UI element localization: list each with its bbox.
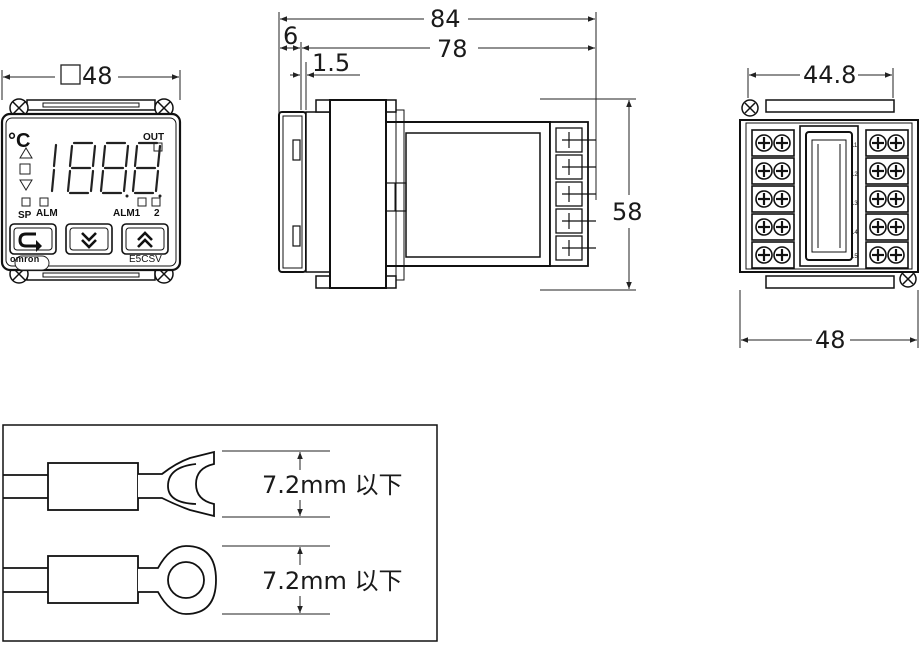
terminal-number: 15 (851, 254, 858, 260)
total-depth-value: 84 (430, 5, 461, 33)
terminal-screw-icon (865, 129, 909, 157)
terminal-screw-icon (865, 213, 909, 241)
fork-terminal (3, 450, 215, 518)
rear-terminal-block (751, 129, 909, 269)
crimp-terminal-box: 7.2mm 以下 7.2mm 以下 (2, 424, 438, 642)
terminal-screw-icon (865, 185, 909, 213)
side-view: 84 6 78 1.5 58 (278, 5, 643, 291)
square-dimension-icon (60, 64, 81, 85)
panel-offset-value: 6 (283, 22, 298, 50)
rear-top-width-value: 44.8 (803, 61, 856, 89)
terminal-number: 14 (851, 230, 858, 236)
front-oval-window (14, 255, 50, 271)
corner-screw-icon (154, 98, 174, 118)
bezel-thickness-value: 1.5 (312, 49, 350, 77)
height-value: 58 (612, 198, 643, 226)
terminal-number: 12 (851, 172, 858, 178)
corner-screw-icon (899, 270, 917, 288)
terminal-number-list: 11 12 13 14 15 (851, 143, 858, 260)
front-view: 48 °C OUT (0, 62, 182, 284)
model-label: E5CSV (129, 254, 162, 265)
up-chevron-icon (137, 231, 153, 248)
alm1-label: ALM1 (113, 208, 141, 219)
down-button[interactable] (65, 223, 113, 255)
mode-cycle-icon (18, 232, 42, 252)
terminal-screw-icon (865, 157, 909, 185)
ring-terminal-note: 7.2mm 以下 (262, 567, 403, 595)
terminal-number: 11 (851, 143, 858, 149)
unit-label: °C (8, 130, 30, 152)
front-width-value: 48 (82, 62, 113, 90)
terminal-number: 13 (851, 201, 858, 207)
terminal-screw-icon (751, 185, 795, 213)
terminal-screw-icon (751, 157, 795, 185)
corner-screw-icon (741, 99, 759, 117)
rear-view: 44.8 48 11 12 (739, 61, 919, 354)
terminal-screw-icon (751, 241, 795, 269)
terminal-screw-icon (751, 213, 795, 241)
alm2-label: 2 (154, 208, 160, 219)
mode-button[interactable] (9, 223, 57, 255)
rear-bottom-width-value: 48 (815, 326, 846, 354)
up-button[interactable] (121, 223, 169, 255)
out-label: OUT (143, 132, 164, 143)
down-chevron-icon (81, 232, 97, 249)
brand-logo: omron (10, 254, 40, 264)
alm-label: ALM (36, 208, 58, 219)
sp-label: SP (18, 210, 32, 221)
front-width-dimension: 48 (1, 62, 181, 100)
terminal-screw-icon (865, 241, 909, 269)
fork-terminal-note: 7.2mm 以下 (262, 471, 403, 499)
ring-terminal (3, 545, 217, 615)
body-depth-value: 78 (437, 35, 468, 63)
seven-segment-display (50, 141, 162, 198)
terminal-screw-icon (751, 129, 795, 157)
